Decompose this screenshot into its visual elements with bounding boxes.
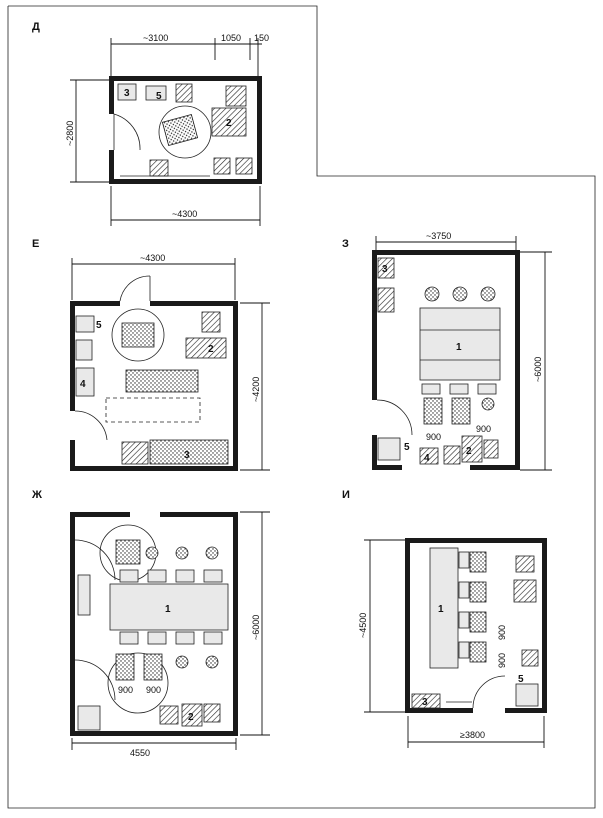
plan-i-dim-chair-a: 900 [497,625,507,640]
plan-z-letter: З [342,238,349,250]
sheet-frame [7,5,596,809]
plan-i-marker-3: 3 [422,697,428,708]
plan-z-dim-chair-a: 900 [426,432,441,442]
plan-d-dim-door: 1050 [221,33,241,43]
plan-e: Е ~4300 ~4200 5 4 2 3 [32,238,270,471]
plan-e-dim-depth: ~4200 [251,377,261,402]
plan-i: И ~4500 1 900 900 5 3 ≥3800 [342,489,547,748]
plan-zh-dim-chair-a: 900 [118,685,133,695]
plan-d-marker-3: 3 [124,88,130,99]
plan-d: Д ~3100 1050 150 ~2800 3 5 2 [32,21,269,226]
plan-zh: Ж ~6000 1 900 900 [31,489,270,758]
plan-i-marker-5: 5 [518,674,524,685]
plan-e-marker-2: 2 [208,344,214,355]
plan-e-dim-width: ~4300 [140,253,165,263]
plan-e-marker-5: 5 [96,320,102,331]
plan-zh-dim-chair-b: 900 [146,685,161,695]
plan-d-dim-depth: ~2800 [65,121,75,146]
plan-z-marker-5: 5 [404,442,410,453]
plan-zh-marker-2: 2 [188,712,194,723]
plan-z: З ~3750 ~6000 3 1 900 900 [342,231,552,471]
plan-d-letter: Д [32,21,40,33]
plan-d-dim-wall: 150 [254,33,269,43]
plan-i-letter: И [342,489,350,501]
plan-z-marker-4: 4 [424,453,430,464]
plan-z-dim-width: ~3750 [426,231,451,241]
plan-d-marker-2: 2 [226,118,232,129]
plan-z-dim-chair-b: 900 [476,424,491,434]
plan-z-marker-3: 3 [382,264,388,275]
plan-i-dim-depth: ~4500 [358,613,368,638]
plan-d-dim-width: ~3100 [143,33,168,43]
plan-z-marker-1: 1 [456,342,462,353]
plan-e-marker-3: 3 [184,450,190,461]
plan-zh-dim-width: 4550 [130,748,150,758]
plan-i-dim-width: ≥3800 [460,730,485,740]
plan-d-dim-total: ~4300 [172,209,197,219]
plan-e-letter: Е [32,238,39,250]
plan-d-marker-5: 5 [156,91,162,102]
plan-i-marker-1: 1 [438,604,444,615]
plan-zh-letter: Ж [31,489,42,501]
plan-e-marker-4: 4 [80,379,86,390]
plan-i-dim-chair-b: 900 [497,653,507,668]
plan-zh-dim-depth: ~6000 [251,615,261,640]
plan-zh-marker-1: 1 [165,604,171,615]
plan-z-marker-2: 2 [466,446,472,457]
plan-z-dim-depth: ~6000 [533,357,543,382]
